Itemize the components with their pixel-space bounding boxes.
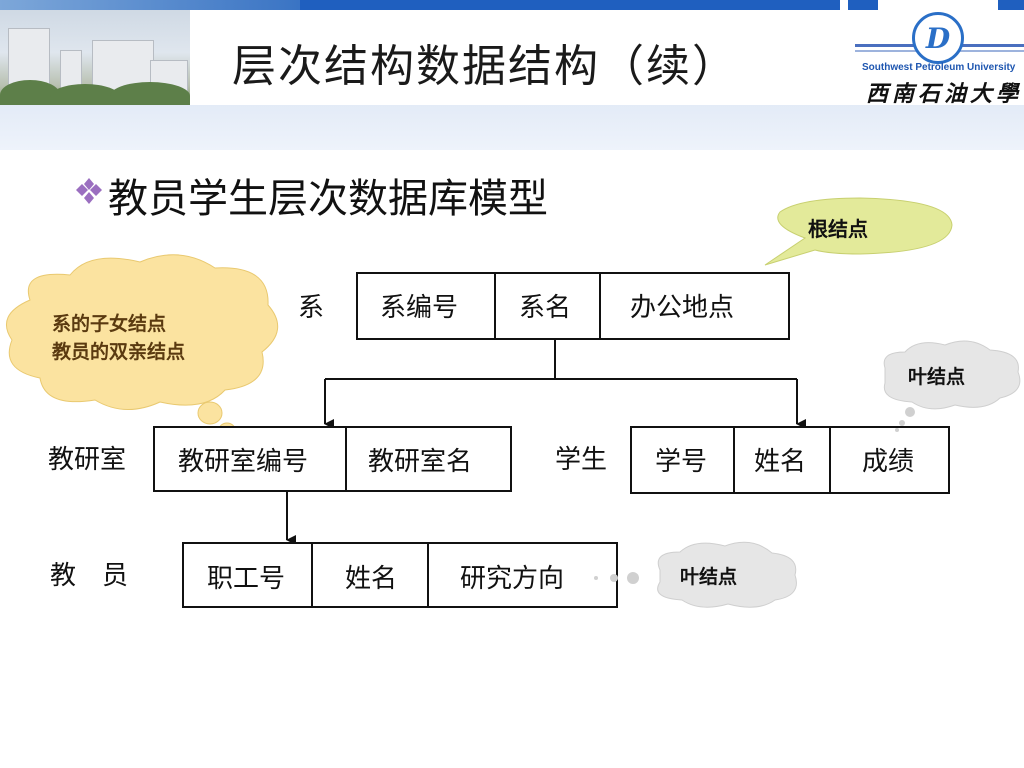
university-name-cn: 西南石油大學 bbox=[866, 81, 1023, 107]
student-leaf-label: 叶结点 bbox=[908, 365, 965, 388]
field-dept-id: 系编号 bbox=[380, 293, 458, 323]
teaching-office-record: 教研室编号 教研室名 bbox=[153, 426, 512, 492]
teacher-leaf-cloud-callout: 叶结点 bbox=[594, 541, 797, 608]
field-office-name: 教研室名 bbox=[368, 447, 472, 477]
teacher-label: 教 员 bbox=[50, 561, 128, 591]
field-student-name: 姓名 bbox=[754, 447, 806, 477]
teaching-office-label: 教研室 bbox=[48, 445, 126, 475]
student-label: 学生 bbox=[555, 445, 607, 475]
department-connectors bbox=[324, 339, 806, 429]
university-emblem-icon: D bbox=[912, 12, 964, 64]
diamond-bullet-icon bbox=[76, 178, 102, 204]
slide-title: 层次结构数据结构（续） bbox=[232, 41, 738, 92]
field-teacher-name: 姓名 bbox=[345, 564, 397, 594]
field-office-id: 教研室编号 bbox=[178, 447, 308, 477]
root-node-label: 根结点 bbox=[808, 217, 868, 241]
section-heading: 教员学生层次数据库模型 bbox=[108, 176, 548, 222]
field-student-id: 学号 bbox=[655, 447, 707, 477]
department-record: 系编号 系名 办公地点 bbox=[356, 272, 790, 340]
callout-line-2: 教员的双亲结点 bbox=[52, 340, 185, 363]
university-name-en: Southwest Petroleum University bbox=[862, 62, 1016, 73]
root-node-callout: 根结点 bbox=[764, 197, 953, 266]
parent-child-cloud-callout: 系的子女结点 教员的双亲结点 bbox=[6, 254, 278, 447]
header-band bbox=[0, 105, 1024, 150]
callout-line-1: 系的子女结点 bbox=[52, 312, 166, 335]
field-grade: 成绩 bbox=[862, 447, 914, 477]
student-leaf-cloud-callout: 叶结点 bbox=[883, 340, 1021, 432]
department-label: 系 bbox=[298, 293, 324, 323]
field-research-direction: 研究方向 bbox=[460, 564, 564, 594]
teacher-record: 职工号 姓名 研究方向 bbox=[182, 542, 618, 608]
student-record: 学号 姓名 成绩 bbox=[630, 426, 950, 494]
campus-photo bbox=[0, 10, 190, 105]
field-dept-name: 系名 bbox=[519, 293, 571, 323]
field-employee-id: 职工号 bbox=[207, 564, 285, 594]
top-accent-bar bbox=[0, 0, 1024, 10]
field-office-location: 办公地点 bbox=[630, 293, 734, 323]
teacher-leaf-label: 叶结点 bbox=[680, 565, 737, 588]
